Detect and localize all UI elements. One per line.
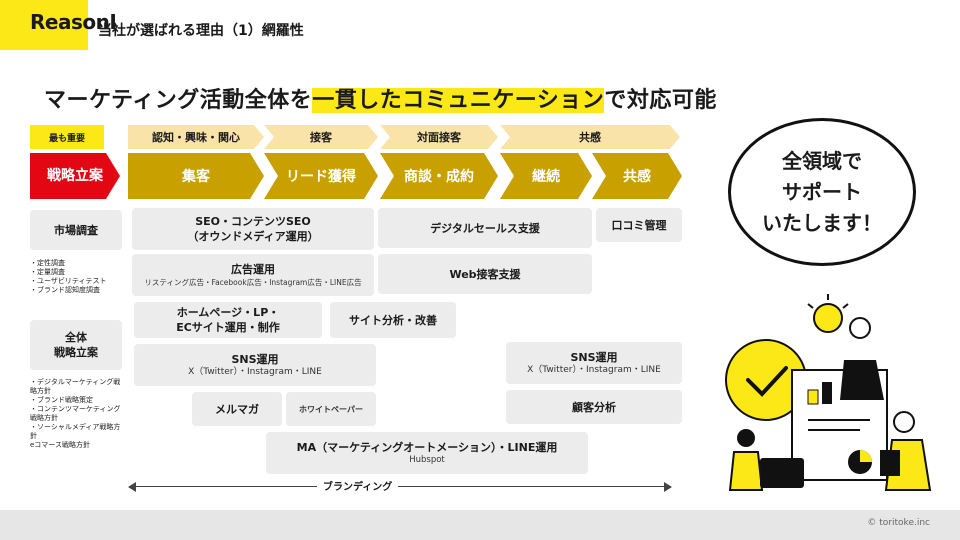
web-sales-box: Web接客支援 [378,254,592,294]
circle-line: サポート [782,179,862,204]
stage-top-empathy: 共感 [500,125,680,149]
stage-acquisition: 集客 [128,153,264,199]
review-box: 口コミ管理 [596,208,682,242]
list-item: ・定量調査 [30,268,65,276]
list-item: ・ブランド戦略策定 [30,396,93,404]
circle-line: いたします！ [762,210,882,235]
customer-analysis-box: 顧客分析 [506,390,682,424]
site-analysis-title: サイト分析・改善 [349,313,437,327]
brand-title: ReasonⅠ [30,10,117,34]
market-research-label: 市場調査 [54,223,98,237]
list-item: ・ブランド認知度調査 [30,286,100,294]
bar-chart-icon [807,389,819,405]
person-head [737,429,755,447]
stage-empathy: 共感 [592,153,682,199]
branding-label: ブランディング [317,478,399,493]
stage-retention: 継続 [500,153,592,199]
sns-right-subtitle: X（Twitter）・Instagram・LINE [527,365,661,375]
headline-before: マーケティング活動全体を [44,88,313,113]
homepage-box: ホームページ・LP・ ECサイト運用・制作 [134,302,322,338]
review-title: 口コミ管理 [611,218,667,232]
person-head [893,411,915,433]
homepage-title: ホームページ・LP・ ECサイト運用・制作 [176,306,280,334]
arrow-right-icon [664,482,672,492]
stage-lead: リード獲得 [264,153,378,199]
market-research-box: 市場調査 [30,210,122,250]
headline-highlight: 一貫したコミュニケーション [312,88,605,113]
stage-top-awareness: 認知・興味・関心 [128,125,264,149]
sns-left-subtitle: X（Twitter）・Instagram・LINE [188,367,322,377]
brand-accent-block [0,0,88,50]
page-headline: マーケティング活動全体を一貫したコミュニケーションで対応可能 [44,82,717,114]
person-head [849,317,871,339]
list-item: ・コンテンツマーケティング戦略方針 [30,405,121,422]
seo-subtitle: （オウンドメディア運用） [187,230,319,243]
mailmag-box: メルマガ [192,392,282,426]
ads-title: 広告運用 [231,263,275,276]
digital-sales-title: デジタルセールス支援 [430,221,540,235]
sns-left-title: SNS運用 [231,353,279,366]
stage-deal: 商談・成約 [380,153,498,199]
circle-line: 全領域で [782,148,862,173]
web-sales-title: Web接客支援 [449,267,521,281]
tablet-icon [880,450,900,476]
list-item: ・定性調査 [30,259,65,267]
digital-sales-box: デジタルセールス支援 [378,208,592,248]
headline-after: で対応可能 [604,88,717,113]
sns-box-left: SNS運用 X（Twitter）・Instagram・LINE [134,344,376,386]
customer-analysis-title: 顧客分析 [572,400,616,414]
laptop-icon [760,458,804,488]
checkmark-icon [746,366,788,397]
list-item: ・ソーシャルメディア戦略方針 [30,423,121,440]
footer-bar [0,510,960,540]
whitepaper-title: ホワイトペーパー [299,404,363,414]
overall-strategy-box: 全体 戦略立案 [30,320,122,370]
strategy-stage: 戦略立案 [30,153,120,199]
ma-box: MA（マーケティングオートメーション）・LINE運用 Hubspot [266,432,588,474]
market-research-list: ・定性調査 ・定量調査 ・ユーザビリティテスト ・ブランド認知度調査 [30,259,130,295]
arrow-left-icon [128,482,136,492]
sns-box-right: SNS運用 X（Twitter）・Instagram・LINE [506,342,682,384]
overall-strategy-label: 全体 戦略立案 [54,331,98,359]
branding-arrow-line [130,486,670,487]
ads-subtitle: リスティング広告・Facebook広告・Instagram広告・LINE広告 [144,278,362,287]
support-circle: 全領域で サポート いたします！ [728,118,916,266]
strategy-list: ・デジタルマーケティング戦略方針 ・ブランド戦略策定 ・コンテンツマーケティング… [30,378,122,450]
ma-title: MA（マーケティングオートメーション）・LINE運用 [296,441,558,454]
person-body [840,360,884,400]
list-item: ・ユーザビリティテスト [30,277,107,285]
mailmag-title: メルマガ [215,402,259,416]
lightbulb-icon [813,303,843,333]
copyright: © toritoke.inc [867,518,930,528]
page-subtitle: 当社が選ばれる理由（1）網羅性 [98,23,304,39]
person-body [728,451,764,491]
site-analysis-box: サイト分析・改善 [330,302,456,338]
seo-box: SEO・コンテンツSEO （オウンドメディア運用） [132,208,374,250]
ma-subtitle: Hubspot [409,455,445,465]
ads-box: 広告運用 リスティング広告・Facebook広告・Instagram広告・LIN… [132,254,374,296]
whitepaper-box: ホワイトペーパー [286,392,376,426]
seo-title: SEO・コンテンツSEO [195,215,311,228]
most-important-badge: 最も重要 [30,125,104,149]
sns-right-title: SNS運用 [570,351,618,364]
list-item: ・デジタルマーケティング戦略方針 [30,378,121,395]
team-analytics-illustration [725,294,932,491]
stage-top-face-to-face: 対面接客 [380,125,498,149]
stage-top-service: 接客 [264,125,378,149]
list-item: eコマース戦略方針 [30,441,90,449]
